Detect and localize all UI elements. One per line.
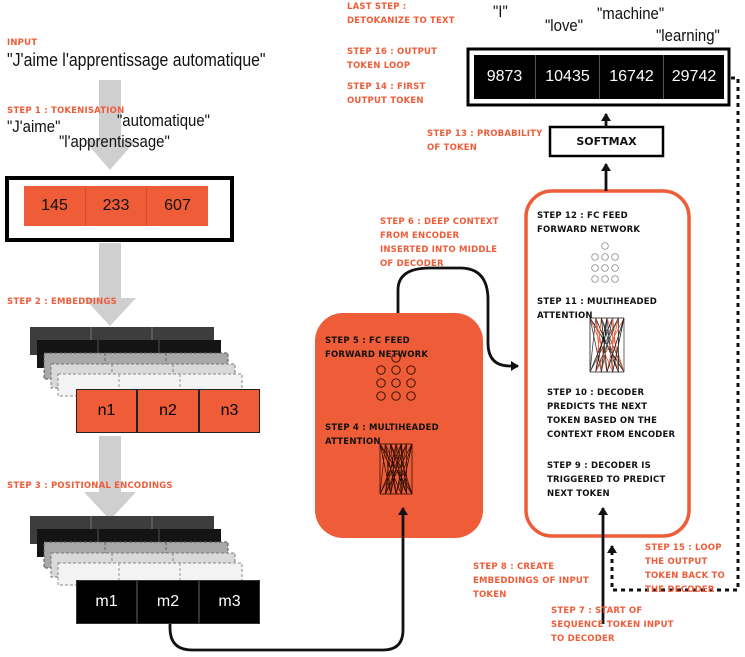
output-word-2: "love" — [545, 16, 584, 35]
output-token-cell: 29742 — [664, 55, 724, 99]
input-sentence: "J'aime l'apprentissage automatique" — [7, 50, 266, 70]
positional-stack — [30, 516, 243, 586]
token-word-1: "J'aime" — [7, 117, 61, 136]
step11-label: STEP 11 : MULTIHEADED ATTENTION — [537, 297, 658, 321]
gray-arrow-3 — [84, 436, 136, 520]
output-word-4: "learning" — [656, 26, 720, 45]
embedding-cell: n2 — [137, 389, 199, 433]
output-token-cell: 10435 — [536, 55, 600, 99]
step15-caption: STEP 15 : LOOP THE OUTPUT TOKEN BACK TO … — [645, 543, 725, 595]
token-id-cell: 607 — [147, 186, 208, 226]
token-word-3: "automatique" — [117, 111, 210, 130]
step3-caption: STEP 3 : POSITIONAL ENCODINGS — [7, 481, 173, 491]
step6-caption: STEP 6 : DEEP CONTEXT FROM ENCODER INSER… — [380, 217, 499, 269]
decoder-ffn-icon — [591, 242, 619, 283]
step8-caption: STEP 8 : CREATE EMBEDDINGS OF INPUT TOKE… — [473, 562, 589, 600]
token-id-cell: 233 — [85, 186, 147, 226]
arrow-dotted-loop — [607, 76, 740, 592]
step1-caption: STEP 1 : TOKENISATION — [7, 106, 125, 116]
encoder-attention-icon — [379, 443, 413, 495]
decoder-block — [524, 189, 691, 538]
step16-caption: STEP 16 : OUTPUT TOKEN LOOP — [347, 47, 438, 71]
step7-caption: STEP 7 : START OF SEQUENCE TOKEN INPUT T… — [551, 606, 674, 644]
positional-cell: m2 — [137, 580, 199, 624]
positional-cell: m1 — [76, 580, 137, 624]
token-word-2: "l'apprentissage" — [59, 132, 170, 151]
arrow-encoder-to-decoder — [396, 266, 519, 371]
arrow-m2-to-encoder — [168, 507, 408, 652]
step13-caption: STEP 13 : PROBABILITY OF TOKEN — [427, 129, 543, 153]
step5-label: STEP 5 : FC FEED FORWARD NETWORK — [325, 336, 429, 360]
step12-label: STEP 12 : FC FEED FORWARD NETWORK — [537, 211, 641, 235]
step2-caption: STEP 2 : EMBEDDINGS — [7, 297, 117, 307]
embedding-cell: n3 — [199, 389, 260, 433]
softmax-box — [548, 125, 665, 158]
gray-arrow-1 — [84, 80, 136, 170]
token-id-row: 145 233 607 — [24, 186, 208, 226]
gray-arrow-2 — [84, 243, 136, 326]
output-token-cell: 9873 — [474, 55, 536, 99]
output-token-cell: 16742 — [600, 55, 664, 99]
softmax-label: SOFTMAX — [576, 135, 637, 148]
output-word-1: "I" — [493, 2, 508, 21]
decoder-attention-icon — [589, 317, 625, 373]
step14-caption: STEP 14 : FIRST OUTPUT TOKEN — [347, 82, 426, 106]
step9-label: STEP 9 : DECODER IS TRIGGERED TO PREDICT… — [547, 461, 666, 499]
last-step-caption: LAST STEP : DETOKANIZE TO TEXT — [347, 2, 455, 26]
encoder-ffn-icon — [376, 353, 416, 401]
step4-label: STEP 4 : MULTIHEADED ATTENTION — [325, 423, 439, 447]
output-word-3: "machine" — [597, 4, 665, 23]
embedding-stack — [30, 327, 243, 397]
embedding-cell: n1 — [76, 389, 137, 433]
step10-label: STEP 10 : DECODER PREDICTS THE NEXT TOKE… — [547, 388, 676, 440]
encoder-block — [315, 313, 483, 538]
token-id-cell: 145 — [24, 186, 85, 226]
positional-cell: m3 — [199, 580, 260, 624]
input-caption: INPUT — [7, 38, 38, 48]
